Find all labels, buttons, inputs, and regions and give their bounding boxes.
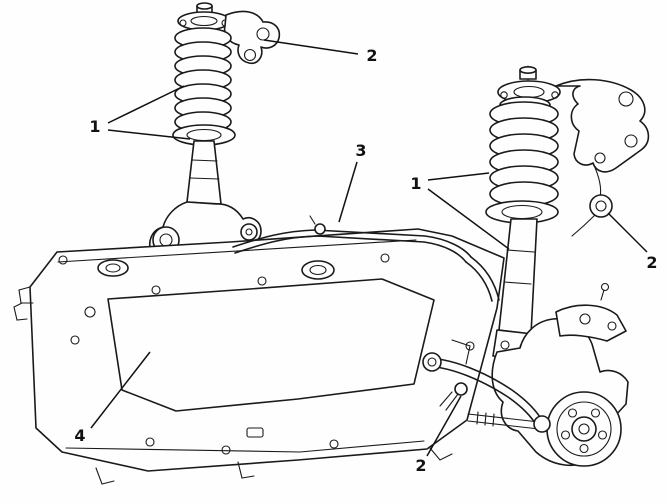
callout-4-subframe: 4 xyxy=(74,426,86,445)
callout-2-lower-arm: 2 xyxy=(415,456,427,475)
callout-3-stabilizer: 3 xyxy=(355,141,367,160)
left-coil-spring xyxy=(174,27,232,133)
right-coil-spring xyxy=(489,96,559,207)
wheel-hub xyxy=(546,391,622,467)
lower-control-arm xyxy=(422,339,551,433)
left-top-mount-bracket xyxy=(223,10,281,65)
stabilizer-bar xyxy=(232,215,500,302)
subframe-crossmember xyxy=(13,228,505,485)
callout-2-upper-joint: 2 xyxy=(646,253,658,272)
callout-1-right-spring: 1 xyxy=(410,174,422,193)
callout-2-top-mount: 2 xyxy=(366,46,378,65)
right-upper-bracket xyxy=(555,78,650,173)
callout-leader-lines xyxy=(90,39,648,457)
left-strut-assembly xyxy=(149,2,281,274)
callout-1-left-spring: 1 xyxy=(89,117,101,136)
upper-ball-joint xyxy=(589,194,613,218)
